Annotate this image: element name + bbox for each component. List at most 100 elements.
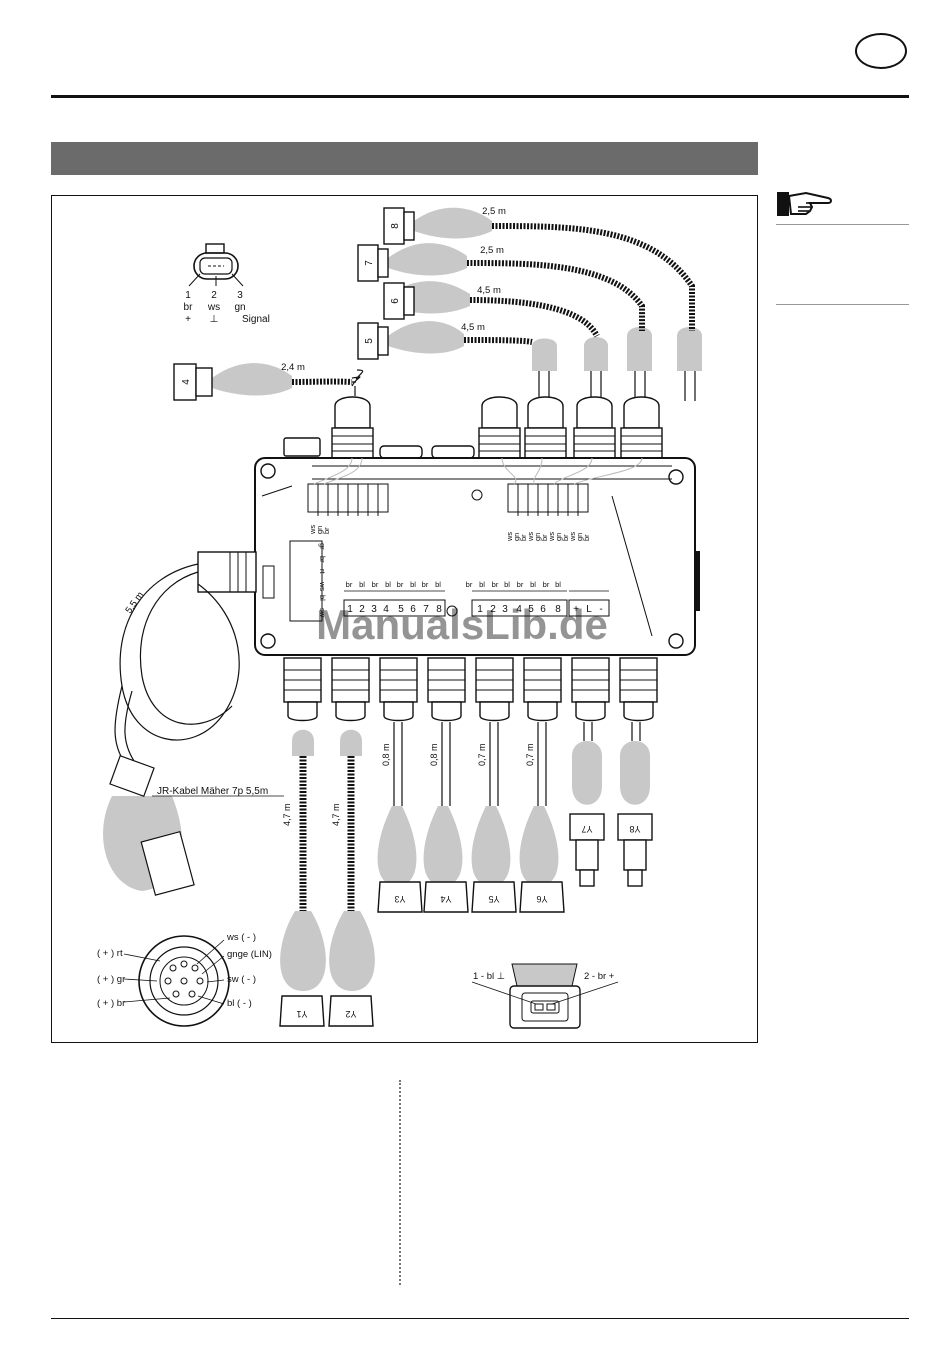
language-badge [855,33,907,69]
side-note [776,190,909,310]
svg-text:ws: ws [308,525,317,535]
svg-text:ws ( - ): ws ( - ) [226,932,256,943]
valve-plug-bodies [279,813,653,1027]
plug-label: 6 [390,298,401,304]
terminal-number: - [599,604,602,615]
valve-plug-labels: Y1 Y2 Y3 Y4 Y5 Y6 Y7 Y8 [296,824,640,1019]
svg-text:rt: rt [318,569,327,574]
round-socket [123,935,230,1027]
svg-text:ws: ws [547,532,556,542]
ecu-pin-number: 1 [185,290,191,301]
plug-label: 8 [390,223,401,229]
svg-text:( + ) rt: ( + ) rt [97,948,123,959]
svg-text:br: br [540,534,549,541]
svg-text:Y1: Y1 [296,1009,307,1019]
svg-text:4,7 m: 4,7 m [331,803,341,826]
top-rule [51,95,909,98]
ecu-pin-color: ws [207,302,220,313]
valve-pin-label: 2 - br + [584,971,615,982]
svg-text:Y7: Y7 [581,824,592,834]
wiring-diagram-svg: 1 2 3 br ws gn + ⊥ Signal [97,206,702,1029]
svg-text:br: br [422,580,429,589]
ecu-pin-color: br [184,302,194,313]
bottom-cable-blobs [280,729,650,991]
svg-text:Y5: Y5 [488,894,499,904]
terminal-number: 8 [555,604,561,615]
svg-text:br: br [397,580,404,589]
svg-text:br: br [543,580,550,589]
cable-length-label: 4,5 m [461,322,485,333]
cable-length-label: 5,5 m [123,590,146,616]
plug-label: 5 [364,338,375,344]
svg-text:Y3: Y3 [394,894,405,904]
terminal-number: 2 [359,604,365,615]
side-note-rule [776,304,909,305]
svg-text:bl: bl [359,580,365,589]
svg-text:br: br [322,527,331,534]
terminal-number: 4 [516,604,522,615]
watermark: ManualsLib.de [316,601,608,648]
side-note-rule [776,224,909,225]
svg-text:gn: gn [575,533,584,541]
svg-text:bl: bl [385,580,391,589]
svg-text:br: br [517,580,524,589]
svg-text:0,7 m: 0,7 m [477,743,487,766]
terminal-number: L [586,604,592,615]
svg-text:gnge (LIN): gnge (LIN) [227,949,272,960]
svg-text:br: br [561,534,570,541]
bottom-cable-lengths: 4,7 m 4,7 m 0,8 m 0,8 m 0,7 m 0,7 m [282,743,535,826]
top-cables [212,207,702,396]
terminal-number: + [573,604,579,615]
gland-ridges [332,435,662,452]
svg-text:gr: gr [318,543,327,550]
pointing-hand-icon [777,191,832,216]
svg-text:bl: bl [555,580,561,589]
svg-text:bl: bl [435,580,441,589]
svg-text:0,8 m: 0,8 m [381,743,391,766]
svg-text:Y4: Y4 [440,894,451,904]
svg-text:gn: gn [315,526,324,534]
mower-cable-label: JR-Kabel Mäher 7p 5,5m [157,786,268,797]
ecu-pin-number: 2 [211,290,217,301]
terminal-number: 7 [423,604,429,615]
bottom-thin-cables [393,722,641,806]
svg-text:ws: ws [505,532,514,542]
svg-text:gn: gn [512,533,521,541]
ecu-pin-color: gn [234,302,245,313]
svg-text:( + ) br: ( + ) br [97,998,125,1009]
terminal-number: 1 [347,604,353,615]
ecu-pin-number: 3 [237,290,243,301]
bottom-rule [51,1318,909,1319]
svg-text:br: br [582,534,591,541]
plug-label: 4 [181,379,192,385]
svg-text:bl: bl [504,580,510,589]
cable-length-label: 2,4 m [281,362,305,373]
socket-pin-labels: ( + ) rt ( + ) gr ( + ) br ws ( - ) gnge… [97,932,272,1009]
wire-labels-top-right: ws gn br ws gn br ws gn br ws gn br [505,532,591,542]
valve-connector-detail [471,963,619,1029]
svg-text:( + ) gr: ( + ) gr [97,974,125,985]
terminal-number: 3 [371,604,377,615]
terminal-number: 2 [490,604,496,615]
wire-labels-top-left: ws gn br [308,525,331,535]
cable-length-label: 2,5 m [482,206,506,217]
svg-text:Y6: Y6 [536,894,547,904]
svg-text:0,8 m: 0,8 m [429,743,439,766]
section-title-bar [51,142,758,175]
ecu-pin-function: + [185,314,191,325]
svg-text:br: br [318,556,327,563]
wiring-diagram: 1 2 3 br ws gn + ⊥ Signal [51,195,758,1043]
bottom-cable-glands [283,657,658,722]
svg-text:br: br [372,580,379,589]
top-plugs [173,207,415,401]
svg-text:Y2: Y2 [345,1009,356,1019]
plug-label: 7 [364,260,375,266]
svg-text:4,7 m: 4,7 m [282,803,292,826]
svg-text:bl: bl [410,580,416,589]
svg-text:ws: ws [568,532,577,542]
wire-labels-left-vertical: gr br rt ws bl sw [318,543,327,618]
svg-text:br: br [519,534,528,541]
svg-text:bl: bl [479,580,485,589]
terminal-number: 4 [383,604,389,615]
svg-text:br: br [466,580,473,589]
